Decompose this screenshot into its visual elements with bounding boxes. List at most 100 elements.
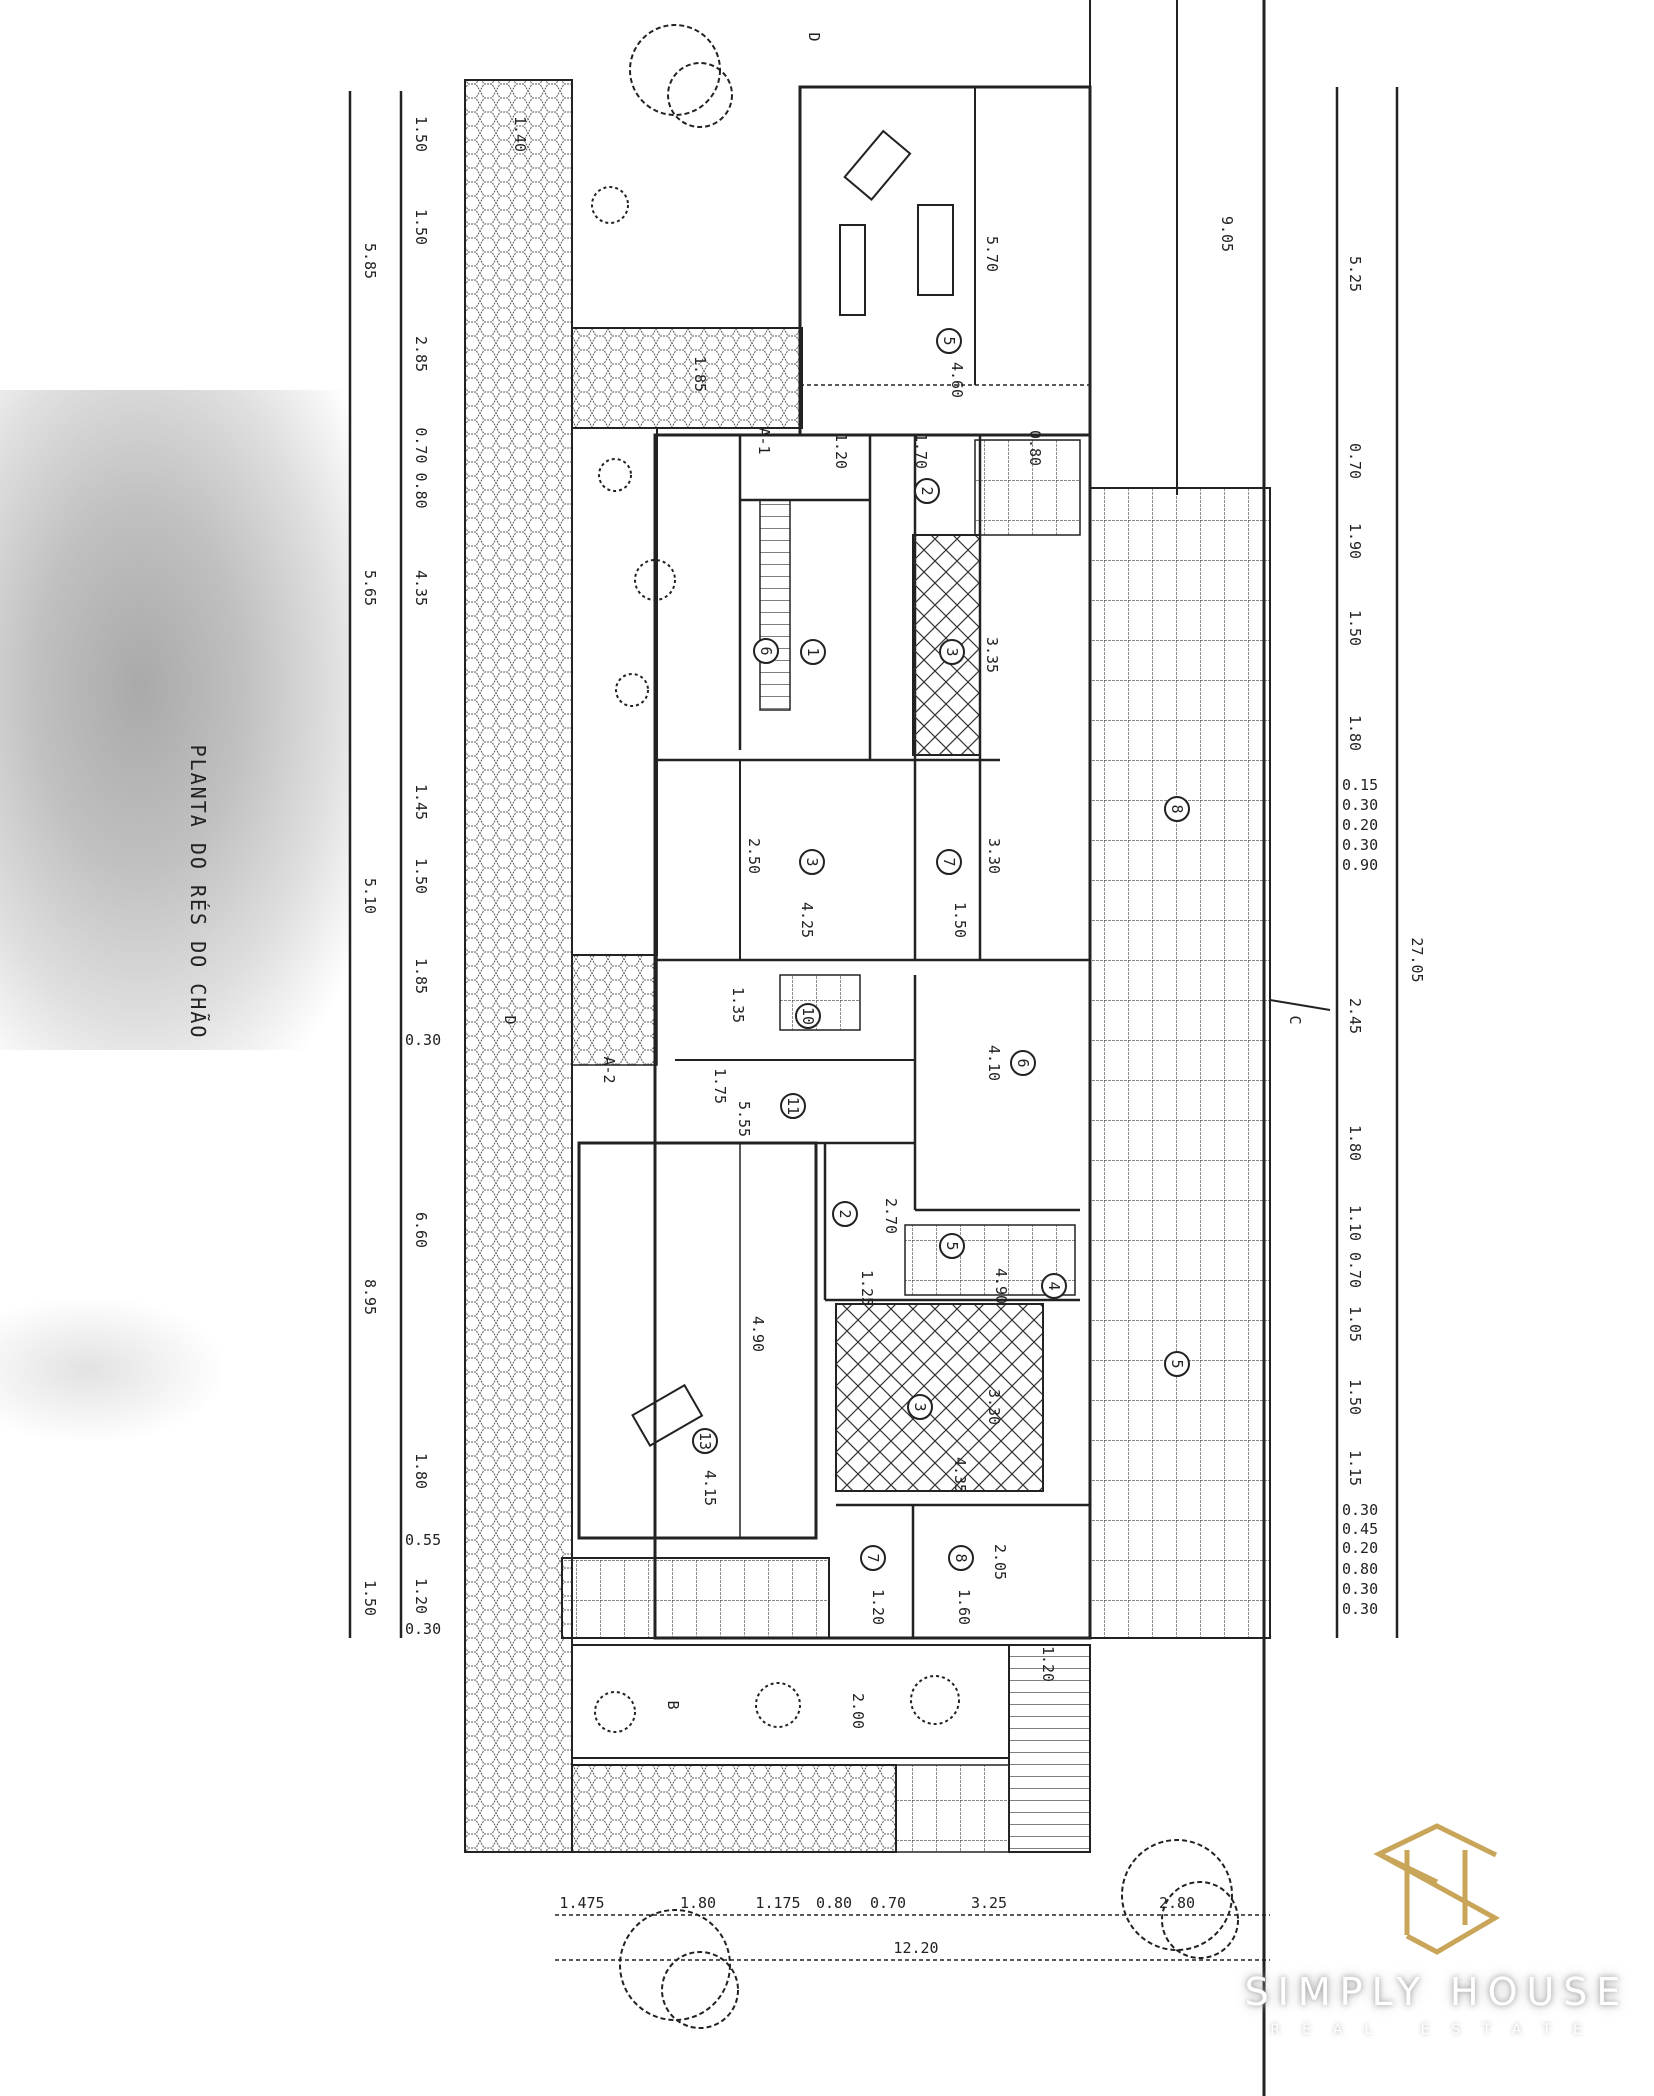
bed-icon	[631, 1383, 704, 1447]
room-dimension: 5.55	[735, 1101, 753, 1137]
scan-smudge	[0, 390, 350, 1050]
dimension-label: 1.475	[559, 1894, 604, 1912]
dimension-lines	[348, 87, 1399, 1961]
room-dimension: 2.70	[882, 1198, 900, 1234]
section-mark: D	[805, 32, 823, 41]
room-number-circle	[832, 1201, 858, 1227]
sofa-icon	[839, 224, 866, 316]
room-number: 3	[911, 1402, 929, 1411]
room-dimension: 1.35	[729, 987, 747, 1023]
room-number-circle	[780, 1093, 806, 1119]
dimension-label: 0.80	[816, 1894, 852, 1912]
steps	[1008, 1644, 1091, 1853]
room-number-circle	[799, 849, 825, 875]
terrace	[1089, 487, 1271, 1639]
dimension-label: 0.30	[405, 1031, 441, 1049]
room-number-circle	[860, 1545, 886, 1571]
room-dimension: 1.50	[951, 902, 969, 938]
room-dimension: 4.25	[798, 902, 816, 938]
dimension-label: 5.85	[361, 243, 379, 279]
dimension-label: 1.80	[412, 1453, 430, 1489]
room-dimension: 1.60	[955, 1589, 973, 1625]
room-number: 5	[940, 336, 958, 345]
dimension-label: 1.10	[1346, 1205, 1364, 1241]
dimension-label: 1.20	[412, 1578, 430, 1614]
dimension-label: 0.15	[1342, 776, 1378, 794]
dimension-label: 6.60	[412, 1212, 430, 1248]
section-mark: A-1	[755, 427, 773, 454]
dimension-label: 1.50	[361, 1580, 379, 1616]
dimension-label: 1.90	[1346, 523, 1364, 559]
room-dimension: 3.30	[985, 838, 1003, 874]
room-number-circle	[939, 639, 965, 665]
dimension-label: 2.80	[1159, 1894, 1195, 1912]
room-dimension: 4.15	[701, 1470, 719, 1506]
stair-icon	[759, 499, 791, 711]
room-dimension: 1.85	[691, 356, 709, 392]
room-number: 6	[757, 646, 775, 655]
room-number: 3	[943, 647, 961, 656]
room-dimension: 4.35	[951, 1457, 969, 1493]
room-number: 7	[864, 1553, 882, 1562]
room-number-circle	[948, 1545, 974, 1571]
dimension-label: 1.45	[412, 784, 430, 820]
room-number: 7	[940, 857, 958, 866]
dimension-label: 1.85	[412, 958, 430, 994]
stair-icon	[779, 974, 861, 1031]
logo-tagline: REAL ESTATE	[1270, 2022, 1604, 2038]
section-mark: C	[1286, 1015, 1304, 1024]
room-dimension: 3.35	[983, 637, 1001, 673]
dimension-label: 0.30	[1342, 1600, 1378, 1618]
room-number: 10	[799, 1007, 817, 1025]
dimension-label: 1.80	[680, 1894, 716, 1912]
dimension-label: 1.15	[1346, 1450, 1364, 1486]
kitchen-floor	[835, 1303, 1044, 1492]
paving-strip	[464, 79, 573, 1853]
dimension-label: 1.80	[1346, 715, 1364, 751]
room-dimension: 1.20	[832, 433, 850, 469]
dimension-label: 5.65	[361, 570, 379, 606]
logo: SIMPLY HOUSE REAL ESTATE	[1220, 1830, 1654, 2070]
dimension-label: 0.90	[1342, 856, 1378, 874]
room-dimension: 2.00	[849, 1693, 867, 1729]
room-dimension: 2.50	[745, 838, 763, 874]
room-number-circle	[692, 1428, 718, 1454]
room-number-circle	[753, 638, 779, 664]
dimension-label: 0.70	[1346, 1252, 1364, 1288]
room-dimension: 1.20	[869, 1589, 887, 1625]
room-number: 5	[1168, 1359, 1186, 1368]
dimension-label: 0.45	[1342, 1520, 1378, 1538]
room-dimension: 4.90	[992, 1268, 1010, 1304]
dimension-label: 0.30	[405, 1620, 441, 1638]
room-number-circle	[914, 478, 940, 504]
garden-bottom	[571, 1644, 1010, 1759]
dimension-label: 1.50	[412, 116, 430, 152]
dimension-label: 1.175	[755, 1894, 800, 1912]
room-number: 3	[803, 857, 821, 866]
room-dimension: 1.75	[711, 1068, 729, 1104]
car-icon	[843, 129, 912, 201]
logo-name: SIMPLY HOUSE	[1244, 1970, 1630, 2014]
room-number-circle	[1164, 796, 1190, 822]
dimension-label: 0.20	[1342, 1539, 1378, 1557]
dimension-label: 1.50	[412, 209, 430, 245]
room-number-circle	[795, 1003, 821, 1029]
dimension-label: 8.95	[361, 1279, 379, 1315]
room-dimension: 1.20	[1039, 1646, 1057, 1682]
room-number-circle	[936, 328, 962, 354]
room-dimension: 2.05	[991, 1544, 1009, 1580]
bathroom-fixtures	[974, 439, 1081, 536]
dimension-label: 2.85	[412, 336, 430, 372]
scan-smudge	[0, 1300, 220, 1440]
dimension-label: 0.30	[1342, 1501, 1378, 1519]
room-dimension: 1.70	[912, 433, 930, 469]
room-number-circle	[1164, 1351, 1190, 1377]
steps	[895, 1764, 1010, 1853]
plant-icon	[591, 186, 960, 1733]
room-number-circle	[939, 1233, 965, 1259]
paving-band-top	[571, 327, 803, 429]
room-number-circle	[1010, 1050, 1036, 1076]
table-icon	[917, 204, 954, 296]
dimension-label: 0.30	[1342, 836, 1378, 854]
